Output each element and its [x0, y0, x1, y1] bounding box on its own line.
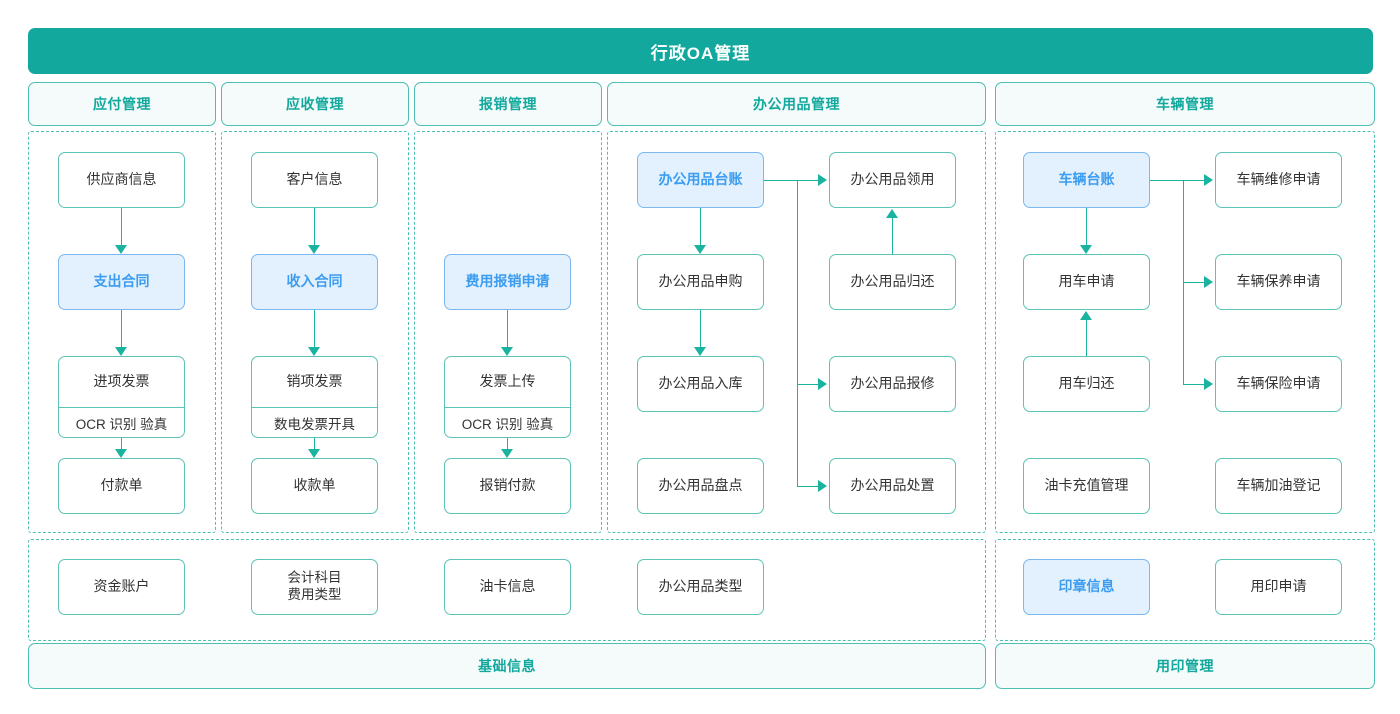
connector-receivable-2	[314, 310, 315, 350]
node-vehicle-upkeep[interactable]: 车辆保养申请	[1215, 254, 1342, 310]
node-vehicle-refuel[interactable]: 车辆加油登记	[1215, 458, 1342, 514]
node-basic-account-subject-line1: 会计科目	[287, 570, 342, 586]
node-supplies-purchase[interactable]: 办公用品申购	[637, 254, 764, 310]
connector-vehicle-to-insurance	[1183, 384, 1206, 385]
arrowhead-reimburse-1	[501, 347, 513, 356]
column-header-reimburse[interactable]: 报销管理	[414, 82, 602, 126]
node-input-invoice[interactable]: 进项发票	[58, 356, 185, 408]
connector-receivable-3	[314, 438, 315, 454]
connector-vehicle-to-upkeep	[1183, 282, 1206, 283]
page-title: 行政OA管理	[28, 28, 1373, 74]
connector-vehicle-v1	[1086, 208, 1087, 248]
node-receipt-order[interactable]: 收款单	[251, 458, 378, 514]
node-vehicle-insurance[interactable]: 车辆保险申请	[1215, 356, 1342, 412]
connector-supplies-trunk	[797, 180, 798, 486]
node-invoice-upload[interactable]: 发票上传	[444, 356, 571, 408]
column-header-receivable[interactable]: 应收管理	[221, 82, 409, 126]
arrowhead-supplies-return-up	[886, 209, 898, 218]
node-supplies-return[interactable]: 办公用品归还	[829, 254, 956, 310]
connector-vehicle-return-up	[1086, 320, 1087, 356]
connector-vehicle-trunk-in	[1150, 180, 1183, 181]
node-input-invoice-ocr[interactable]: OCR 识别 验真	[58, 408, 185, 438]
connector-vehicle-to-maintain	[1183, 180, 1206, 181]
node-basic-account-subject-line2: 费用类型	[287, 587, 342, 602]
arrowhead-payable-3	[115, 449, 127, 458]
node-output-invoice[interactable]: 销项发票	[251, 356, 378, 408]
connector-supplies-v1	[700, 208, 701, 248]
node-invoice-upload-ocr[interactable]: OCR 识别 验真	[444, 408, 571, 438]
connector-payable-2	[121, 310, 122, 350]
panel-supplies	[607, 131, 986, 533]
node-output-invoice-issue[interactable]: 数电发票开具	[251, 408, 378, 438]
arrowhead-vehicle-maintain	[1204, 174, 1213, 186]
node-seal-info[interactable]: 印章信息	[1023, 559, 1150, 615]
arrowhead-vehicle-v1	[1080, 245, 1092, 254]
panel-basic-info	[28, 539, 986, 641]
node-basic-fund-account[interactable]: 资金账户	[58, 559, 185, 615]
node-basic-account-subject[interactable]: 会计科目 费用类型	[251, 559, 378, 615]
node-expense-contract[interactable]: 支出合同	[58, 254, 185, 310]
node-supplies-dispose[interactable]: 办公用品处置	[829, 458, 956, 514]
arrowhead-receivable-3	[308, 449, 320, 458]
node-payment-order[interactable]: 付款单	[58, 458, 185, 514]
panel-vehicle	[995, 131, 1375, 533]
connector-payable-1	[121, 208, 122, 248]
node-supplies-receive[interactable]: 办公用品领用	[829, 152, 956, 208]
node-income-contract[interactable]: 收入合同	[251, 254, 378, 310]
node-vehicle-fuelcard[interactable]: 油卡充值管理	[1023, 458, 1150, 514]
column-header-vehicle[interactable]: 车辆管理	[995, 82, 1375, 126]
node-basic-fuelcard-info[interactable]: 油卡信息	[444, 559, 571, 615]
column-header-payable[interactable]: 应付管理	[28, 82, 216, 126]
connector-supplies-to-receive	[797, 180, 820, 181]
connector-supplies-to-repair	[797, 384, 820, 385]
connector-receivable-1	[314, 208, 315, 248]
node-supplies-instock[interactable]: 办公用品入库	[637, 356, 764, 412]
node-vehicle-return[interactable]: 用车归还	[1023, 356, 1150, 412]
node-reimburse-payment[interactable]: 报销付款	[444, 458, 571, 514]
node-basic-supplies-type[interactable]: 办公用品类型	[637, 559, 764, 615]
node-customer-info[interactable]: 客户信息	[251, 152, 378, 208]
node-supplies-repair[interactable]: 办公用品报修	[829, 356, 956, 412]
node-supplies-stocktake[interactable]: 办公用品盘点	[637, 458, 764, 514]
connector-supplies-return-up	[892, 218, 893, 254]
connector-reimburse-1	[507, 310, 508, 350]
arrowhead-supplies-receive	[818, 174, 827, 186]
arrowhead-payable-2	[115, 347, 127, 356]
connector-supplies-trunk-in	[764, 180, 797, 181]
node-vehicle-maintain[interactable]: 车辆维修申请	[1215, 152, 1342, 208]
panel-receivable	[221, 131, 409, 533]
arrowhead-supplies-dispose	[818, 480, 827, 492]
node-supplies-ledger[interactable]: 办公用品台账	[637, 152, 764, 208]
band-seal[interactable]: 用印管理	[995, 643, 1375, 689]
arrowhead-vehicle-upkeep	[1204, 276, 1213, 288]
arrowhead-vehicle-return-up	[1080, 311, 1092, 320]
arrowhead-receivable-1	[308, 245, 320, 254]
column-header-supplies[interactable]: 办公用品管理	[607, 82, 986, 126]
arrowhead-supplies-repair	[818, 378, 827, 390]
arrowhead-receivable-2	[308, 347, 320, 356]
arrowhead-vehicle-insurance	[1204, 378, 1213, 390]
arrowhead-reimburse-2	[501, 449, 513, 458]
panel-reimburse	[414, 131, 602, 533]
node-vehicle-apply[interactable]: 用车申请	[1023, 254, 1150, 310]
connector-supplies-to-dispose	[797, 486, 820, 487]
connector-payable-3	[121, 438, 122, 454]
panel-seal	[995, 539, 1375, 641]
connector-reimburse-2	[507, 438, 508, 454]
panel-payable	[28, 131, 216, 533]
connector-supplies-v2	[700, 310, 701, 350]
node-expense-claim[interactable]: 费用报销申请	[444, 254, 571, 310]
arrowhead-payable-1	[115, 245, 127, 254]
node-supplier-info[interactable]: 供应商信息	[58, 152, 185, 208]
arrowhead-supplies-v1	[694, 245, 706, 254]
node-vehicle-ledger[interactable]: 车辆台账	[1023, 152, 1150, 208]
node-seal-apply[interactable]: 用印申请	[1215, 559, 1342, 615]
band-basic-info[interactable]: 基础信息	[28, 643, 986, 689]
arrowhead-supplies-v2	[694, 347, 706, 356]
